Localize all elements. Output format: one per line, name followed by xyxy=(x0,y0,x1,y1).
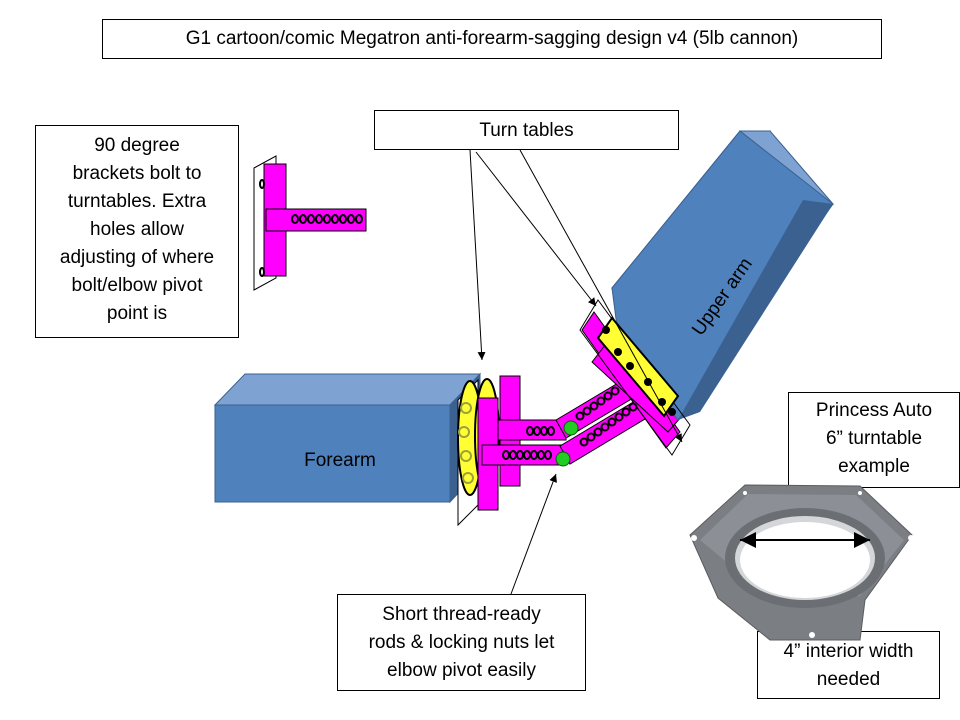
brackets-callout: 90 degree brackets bolt to turntables. E… xyxy=(35,125,239,338)
turn-tables-callout: Turn tables xyxy=(374,110,679,150)
turntable-example-image xyxy=(689,462,914,641)
interior-line: needed xyxy=(816,669,881,690)
short-rods-line: rods & locking nuts let xyxy=(368,632,555,653)
callout-arrows xyxy=(469,149,848,632)
brackets-line: point is xyxy=(106,303,168,324)
brackets-line: brackets bolt to xyxy=(72,163,202,184)
princess-line: example xyxy=(838,456,910,477)
bracket-example xyxy=(253,155,367,291)
brackets-line: holes allow xyxy=(90,219,184,240)
brackets-line: adjusting of where xyxy=(59,247,215,268)
interior-width-callout: 4” interior width needed xyxy=(757,631,940,699)
short-rods-line: elbow pivot easily xyxy=(387,660,536,681)
brackets-line: 90 degree xyxy=(94,135,180,156)
upper-arm-turntable xyxy=(579,299,691,456)
brackets-line: bolt/elbow pivot xyxy=(71,275,203,296)
forearm-label: Forearm xyxy=(304,450,376,471)
pivot-point xyxy=(563,420,579,436)
princess-line: 6” turntable xyxy=(825,428,923,449)
short-rods-callout: Short thread-ready rods & locking nuts l… xyxy=(337,594,586,691)
upper-arm-label: Upper arm xyxy=(688,254,757,340)
upper-arm-brackets xyxy=(555,311,683,465)
princess-auto-callout: Princess Auto 6” turntable example xyxy=(788,392,960,488)
diagram-title: G1 cartoon/comic Megatron anti-forearm-s… xyxy=(102,19,882,59)
brackets-line: turntables. Extra xyxy=(67,191,207,212)
upper-arm-block: Upper arm xyxy=(611,130,835,421)
forearm-turntable xyxy=(457,378,500,527)
pivot-point xyxy=(555,451,571,467)
princess-line: Princess Auto xyxy=(815,400,933,421)
short-rods-line: Short thread-ready xyxy=(382,604,541,625)
forearm-block: Forearm xyxy=(213,372,482,504)
forearm-brackets xyxy=(477,375,567,511)
interior-line: 4” interior width xyxy=(783,641,914,662)
